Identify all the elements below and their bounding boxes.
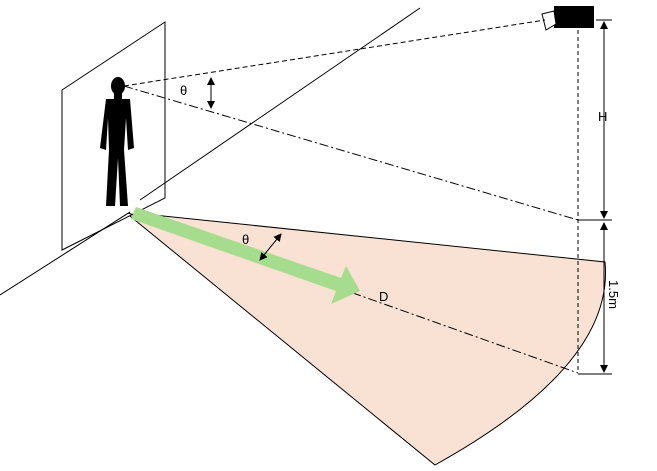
head-horizontal-line bbox=[123, 85, 579, 221]
distance-label: D bbox=[379, 289, 388, 304]
height-label: H bbox=[598, 109, 607, 124]
theta-top-label: θ bbox=[180, 83, 187, 98]
floor-edge-left bbox=[0, 211, 131, 296]
person-silhouette bbox=[100, 77, 134, 206]
camera-to-head-line bbox=[123, 19, 546, 87]
theta-bottom-arrow bbox=[259, 233, 282, 261]
direction-arrow bbox=[131, 207, 360, 304]
ground-fan-area bbox=[123, 211, 607, 466]
camera-icon bbox=[541, 6, 594, 31]
theta-bottom-label: θ bbox=[242, 232, 249, 247]
offset-label: 1.5m bbox=[606, 280, 621, 309]
floor-edge-back bbox=[139, 7, 421, 201]
